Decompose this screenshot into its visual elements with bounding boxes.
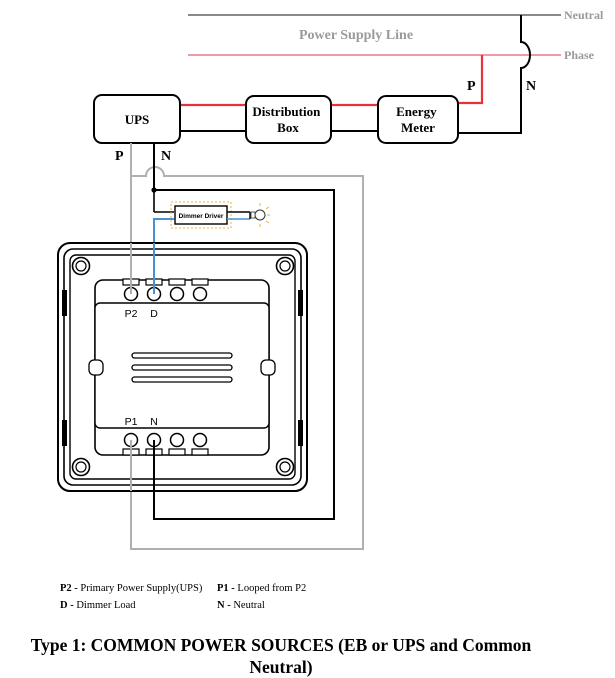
ups-phase-label: P [115,149,124,164]
neutral-drop-wire [458,15,531,134]
ups-label: UPS [125,112,150,127]
neutral-wire [153,143,335,520]
power-supply-line-label: Power Supply Line [299,28,413,43]
phase-drop-wire [458,55,484,105]
terminal-n-label: N [150,416,158,428]
neutral-label: Neutral [564,8,604,22]
terminal-d-label: D [150,308,158,320]
switch-module [57,242,308,492]
legend-p1: P1 - Looped from P2 [217,583,307,594]
meter-neutral-label: N [526,79,536,94]
phase-label: Phase [564,48,595,62]
energy-meter-block [377,95,459,144]
distribution-box-label: Distribution Box [252,104,323,135]
dimmer-driver-outline [170,201,232,229]
dimmer-driver-block [174,205,228,225]
legend-d: D - Dimmer Load [60,600,136,611]
ups-block [93,94,181,144]
distribution-box-block [245,95,332,144]
diagram-caption: Type 1: COMMON POWER SOURCES (EB or UPS … [0,634,562,678]
legend-p2: P2 - Primary Power Supply(UPS) [60,583,203,594]
ups-neutral-label: N [161,149,171,164]
caption-line-2: Neutral) [249,657,313,677]
terminal-p2-label: P2 [125,308,138,320]
dimmer-driver-label: Dimmer Driver [179,213,224,220]
terminal-p1-label: P1 [125,416,138,428]
wiring-diagram: Power Supply Line Neutral Phase P N UPS … [57,8,604,550]
legend-n: N - Neutral [217,600,265,611]
loop-wire [130,143,364,550]
meter-phase-label: P [467,79,476,94]
energy-meter-label: Energy Meter [396,104,440,135]
bulb-icon [250,203,270,227]
caption-line-1: Type 1: COMMON POWER SOURCES (EB or UPS … [30,635,532,655]
